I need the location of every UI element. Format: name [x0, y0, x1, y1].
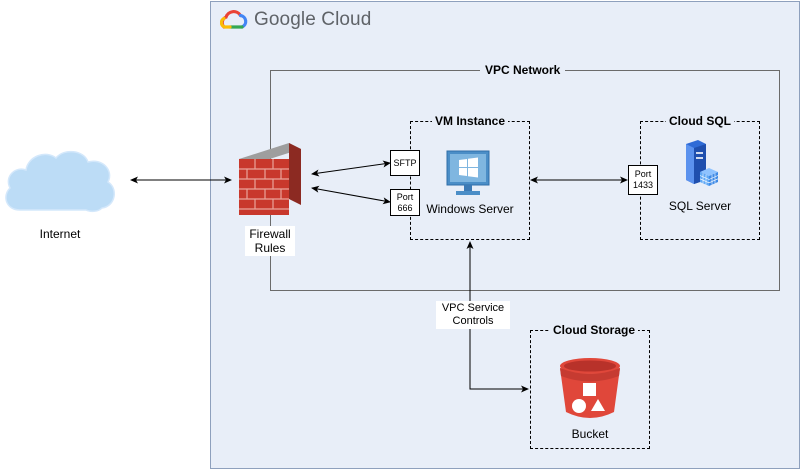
sql-server-label: SQL Server [668, 199, 732, 213]
vpc-service-controls-label: VPC Service Controls [436, 301, 510, 329]
firewall-label: Firewall Rules [245, 226, 295, 256]
port-1433-line2: 1433 [632, 180, 654, 190]
windows-monitor-icon [446, 150, 490, 195]
cloud-storage-title: Cloud Storage [550, 323, 639, 337]
cloud-sql-title: Cloud SQL [666, 114, 734, 128]
sftp-port-label: SFTP [393, 157, 417, 168]
port-1433: Port 1433 [628, 165, 658, 195]
vpc-sc-line1: VPC Service [441, 302, 505, 314]
brick-wall-icon [239, 143, 301, 215]
internet-label: Internet [39, 227, 81, 241]
bucket-icon [560, 358, 620, 418]
google-cloud-title: Google Cloud [254, 9, 372, 30]
windows-server-label: Windows Server [426, 202, 514, 216]
firewall-label-line2: Rules [254, 241, 286, 255]
vpc-sc-line2: Controls [452, 315, 494, 327]
sftp-port: SFTP [390, 150, 420, 176]
vpc-network-title: VPC Network [480, 63, 566, 77]
sql-server-icon [686, 140, 719, 186]
port-666: Port 666 [390, 189, 420, 216]
firewall-label-line1: Firewall [249, 227, 291, 241]
vm-instance-title: VM Instance [432, 114, 509, 128]
port-1433-line1: Port [634, 169, 652, 179]
firewall-port666-connector [311, 185, 391, 205]
firewall-sftp-connector [311, 160, 391, 177]
port-666-line1: Port [396, 191, 414, 202]
port-666-line2: 666 [397, 202, 413, 213]
google-cloud-logo-icon [220, 10, 248, 29]
bucket-label: Bucket [571, 427, 609, 441]
cloud-icon [5, 150, 115, 213]
vm-storage-connector [466, 241, 529, 393]
